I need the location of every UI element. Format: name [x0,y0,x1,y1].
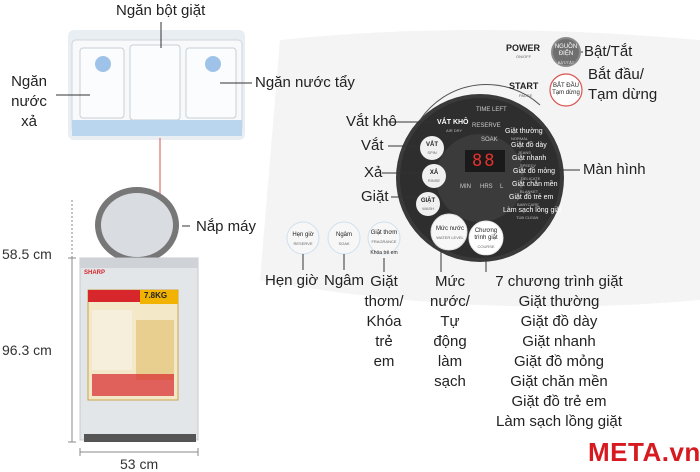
programs-title: 7 chương trình giặt [495,273,623,290]
bleach-compartment-label: Ngăn nước tẩy [255,74,355,91]
dial-program-delicate-sub: DELICATE [521,176,541,181]
height-label-2: 96.3 cm [2,342,52,358]
dial-time-left: TIME LEFT [476,107,507,113]
child-lock-label: Khóa trẻ em [370,250,398,256]
power-button-sub: BẬT/TẮT [557,60,575,65]
dial-program-jeans: Giặt đồ dày [511,142,547,149]
dial-program-babycare: Giặt đồ trẻ em [509,194,554,201]
power-label: Bật/Tắt [584,43,633,60]
programs-list: 7 chương trình giặt Giặt thường Giặt đồ … [470,272,648,432]
height-label-1: 58.5 cm [2,246,52,262]
dial-air-dry-button[interactable]: VẮT KHÔ [437,119,469,126]
dial-program-blanket-sub: BLANKET [520,189,539,194]
start-label: Bắt đầu/ Tạm dừng [588,66,658,103]
dial-program-normal: Giặt thường [505,128,543,135]
wash-label: Giặt [361,188,389,205]
start-title: START [509,81,539,91]
soak-button-sub: SOAK [338,241,350,246]
soak-label: Ngâm [324,272,365,289]
dial-program-babycare-sub: BABYCARE [517,202,539,207]
dial-min: MIN [460,184,471,190]
dial-spin-sub: SPIN [427,150,437,155]
start-button[interactable]: BẮT ĐẦU Tạm dừng [552,83,580,96]
air-dry-label: Vắt khô [346,113,397,130]
dial-program-tub-clean: Làm sạch lồng giặt [503,207,562,214]
dial-reserve: RESERVE [472,123,501,129]
fragrance-label: Giặt thơm/ Khóa trẻ em [364,273,404,370]
lid-label: Nắp máy [196,218,257,235]
soak-button[interactable]: Ngâm [335,232,352,238]
reserve-button-sub: RESERVE [293,241,313,246]
course-button-sub: COURSE [477,244,495,249]
dial-program-tub-clean-sub: TUB CLEAN [516,215,539,220]
dial-wash-sub: WASH [422,206,434,211]
dial-rinse-button[interactable]: XẢ [429,170,439,176]
display-label: Màn hình [583,161,646,178]
detergent-compartment-label: Ngăn bột giặt [116,2,206,19]
capacity-badge: 7.8KG [144,291,168,300]
dial-program-speedy-sub: SPEEDY [520,163,537,168]
water-level-label: Mức nước/ Tự động làm sạch [430,273,470,390]
water-level-button[interactable]: Mức nước [436,226,464,232]
dial-program-delicate: Giặt đồ mỏng [513,168,556,175]
start-sub: PAUSE [519,93,533,98]
power-sub: ON/OFF [516,54,532,59]
dial-rinse-sub: RINSE [427,178,441,183]
dial-air-dry-sub: AIR DRY [446,128,463,133]
dial-l: L [500,184,504,190]
dial-program-blanket: Giặt chăn mền [512,181,558,188]
watermark: META.vn [588,437,700,467]
dial-program-speedy: Giặt nhanh [512,155,547,162]
dial-hrs: HRS [480,184,493,190]
dial-spin-button[interactable]: VẮT [426,142,438,148]
dial-soak: SOAK [481,137,498,143]
reserve-label: Hẹn giờ [265,272,319,289]
dial-program-jeans-sub: JEANS [518,150,531,155]
brand-logo: SHARP [84,270,106,276]
spin-label: Vắt [361,137,384,154]
width-label: 53 cm [120,456,159,472]
fragrance-button-sub: FRAGRANCE [371,239,397,244]
fragrance-button[interactable]: Giặt thơm [370,230,398,236]
power-title: POWER [506,43,541,53]
reserve-button[interactable]: Hẹn giờ [292,232,314,238]
dial-display: 88 [472,151,497,171]
course-button[interactable]: Chương trình giặt [474,228,498,241]
power-button[interactable]: NGUỒN ĐIỆN [554,44,578,57]
softener-compartment-label: Ngăn nước xả [11,73,47,130]
dial-wash-button[interactable]: GIẶT [420,198,436,204]
dial-program-normal-sub: NORMAL [511,136,529,141]
water-level-button-sub: WATER LEVEL [436,235,464,240]
rinse-label: Xả [364,164,383,181]
